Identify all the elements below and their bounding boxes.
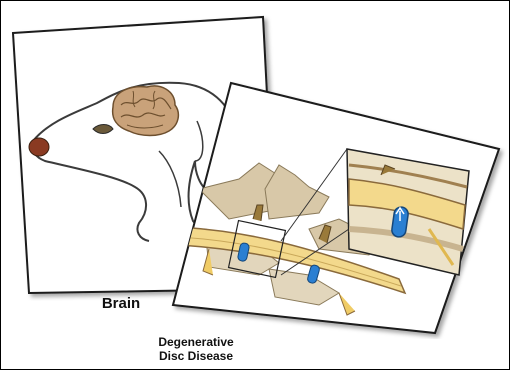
disc-card	[169, 79, 507, 339]
disc-label-line-2: Disc Disease	[131, 349, 261, 363]
disc-label: Degenerative Disc Disease	[131, 335, 261, 363]
dog-nose	[29, 138, 49, 156]
spine-disc-illustration	[169, 79, 507, 339]
brain-label: Brain	[81, 295, 161, 312]
disc-label-line-1: Degenerative	[131, 335, 261, 349]
